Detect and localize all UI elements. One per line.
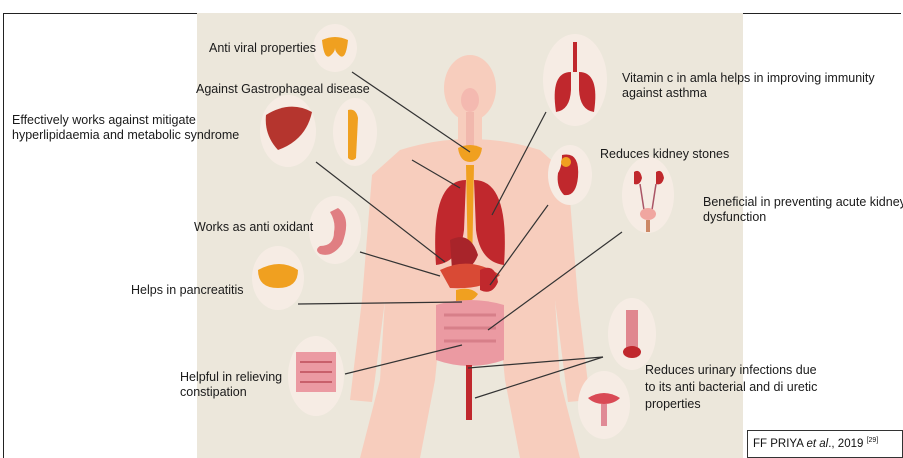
citation-prefix: FF PRIYA xyxy=(753,438,806,450)
stomach-circle xyxy=(309,196,361,264)
label-kidney-stones: Reduces kidney stones xyxy=(600,147,729,162)
label-lipid-line1: Effectively works against mitigate xyxy=(12,113,196,128)
citation-suffix: ., 2019 xyxy=(828,438,866,450)
label-antiviral: Anti viral properties xyxy=(209,41,316,56)
thyroid-circle xyxy=(313,24,357,72)
label-urinary-line3: properties xyxy=(645,397,701,412)
citation-box: FF PRIYA et al., 2019 [29] xyxy=(747,430,903,458)
label-urinary-line1: Reduces urinary infections due xyxy=(645,363,817,378)
label-lipid-line2: hyperlipidaemia and metabolic syndrome xyxy=(12,128,239,143)
central-organs xyxy=(435,88,505,420)
kidney-stone-circle xyxy=(548,145,592,205)
label-pancreatitis: Helps in pancreatitis xyxy=(131,283,244,298)
label-constipation-line2: constipation xyxy=(180,385,247,400)
male-reproductive-icon xyxy=(626,310,638,350)
center-intestine-icon xyxy=(436,300,504,366)
pancreas-circle xyxy=(252,246,304,310)
urinary-circle xyxy=(622,157,674,233)
label-asthma-line2: against asthma xyxy=(622,86,707,101)
label-kidney-line2: dysfunction xyxy=(703,210,766,225)
citation-ref: [29] xyxy=(867,437,879,444)
label-constipation-line1: Helpful in relieving xyxy=(180,370,282,385)
pancreas-small-circle xyxy=(333,98,377,166)
label-kidney-line1: Beneficial in preventing acute kidney xyxy=(703,195,903,210)
male-circle xyxy=(608,298,656,370)
liver-circle xyxy=(260,95,316,167)
label-asthma-line1: Vitamin c in amla helps in improving imm… xyxy=(622,71,875,86)
label-antioxidant: Works as anti oxidant xyxy=(194,220,313,235)
label-gastro: Against Gastrophageal disease xyxy=(196,82,370,97)
female-circle xyxy=(578,371,630,439)
lungs-circle xyxy=(543,34,607,126)
label-urinary-line2: to its anti bacterial and di uretic xyxy=(645,380,817,395)
intestine-circle xyxy=(288,336,344,416)
citation-etal: et al xyxy=(806,438,828,450)
